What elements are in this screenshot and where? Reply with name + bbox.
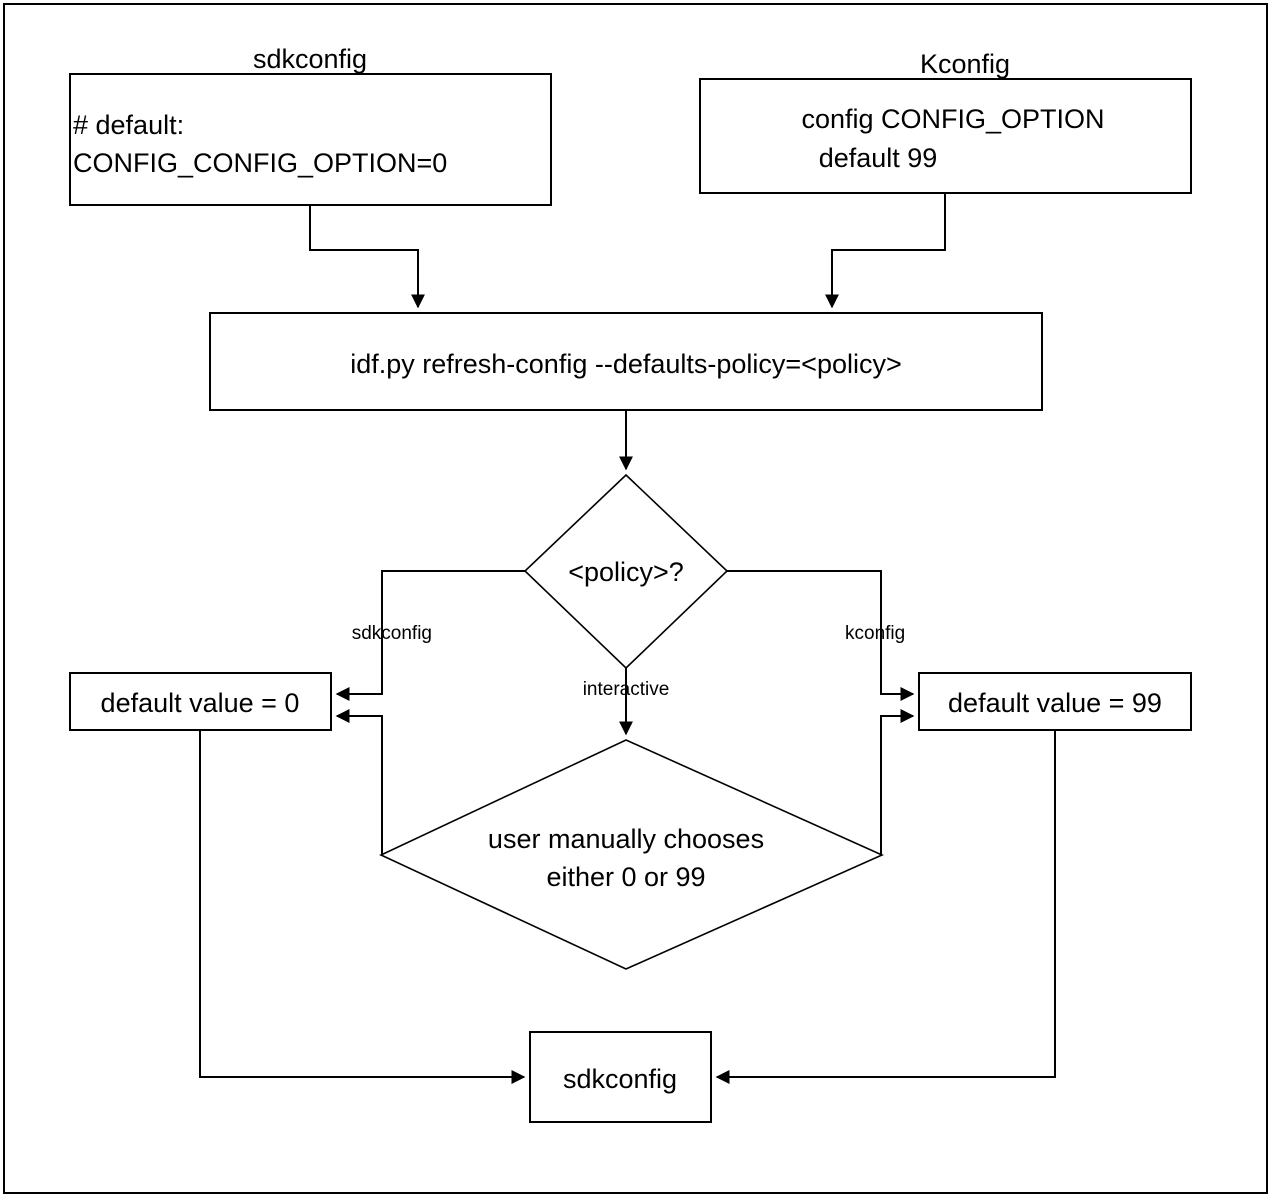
edge-policy-to-default-zero	[335, 570, 525, 701]
edge-label-branch-interactive: interactive	[583, 679, 670, 700]
edge-manual-choice-to-default-ninetynine	[880, 709, 915, 856]
node-manual-choice-line1: user manually chooses	[488, 824, 764, 854]
edge-label-branch-sdkconfig: sdkconfig	[352, 623, 432, 644]
node-sdkconfig-output-label: sdkconfig	[563, 1064, 677, 1094]
node-sdkconfig-file-line1: # default:	[73, 110, 184, 140]
node-policy-decision-label: <policy>?	[568, 557, 684, 587]
node-refresh-config-command[interactable]	[209, 312, 1043, 411]
edge-kconfig-file-to-command	[825, 193, 946, 309]
node-default-value-ninetynine-label: default value = 99	[948, 688, 1162, 718]
edge-default-ninetynine-to-sdkconfig-output	[715, 730, 1056, 1084]
node-refresh-config-command-label: idf.py refresh-config --defaults-policy=…	[350, 349, 902, 379]
node-default-value-zero-label: default value = 0	[101, 688, 300, 718]
edge-default-zero-to-sdkconfig-output	[199, 730, 526, 1084]
page-frame	[3, 3, 1268, 1194]
node-kconfig-file-line1: config CONFIG_OPTION	[801, 104, 1104, 134]
edge-policy-to-default-ninetynine	[727, 570, 915, 701]
caption-sdkconfig: sdkconfig	[253, 44, 367, 74]
node-sdkconfig-file-line2: CONFIG_CONFIG_OPTION=0	[73, 148, 447, 178]
edge-label-branch-kconfig: kconfig	[845, 623, 905, 644]
node-manual-choice[interactable]	[379, 739, 884, 970]
node-kconfig-file-line2: default 99	[819, 143, 938, 173]
node-manual-choice-line2: either 0 or 99	[546, 862, 705, 892]
node-sdkconfig-output[interactable]	[529, 1031, 712, 1123]
edge-manual-choice-to-default-zero	[335, 709, 383, 856]
edge-sdkconfig-file-to-command	[309, 205, 425, 309]
node-sdkconfig-file[interactable]	[69, 73, 552, 206]
caption-kconfig: Kconfig	[920, 49, 1010, 79]
node-kconfig-file[interactable]	[699, 78, 1192, 194]
node-default-value-ninetynine[interactable]	[918, 672, 1192, 731]
node-default-value-zero[interactable]	[69, 672, 332, 731]
